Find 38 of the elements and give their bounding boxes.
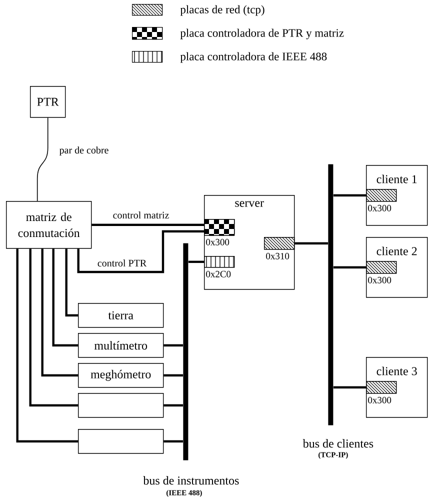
bus-label: bus de instrumentos xyxy=(143,476,239,485)
legend-text: placa controladora de IEEE 488 xyxy=(180,52,327,63)
address-label: 0x300 xyxy=(368,396,392,404)
connection-line xyxy=(164,404,183,406)
device-box: tierra xyxy=(78,303,164,328)
connection-line xyxy=(333,386,366,388)
bus-label: bus de clientes xyxy=(302,439,374,448)
edge-label: par de cobre xyxy=(58,145,110,157)
address-label: 0x2C0 xyxy=(206,270,231,278)
connection-line xyxy=(41,248,78,376)
cable-line xyxy=(36,117,48,202)
device-box: matriz de conmutación xyxy=(6,201,92,249)
legend-text: placa controladora de PTR y matriz xyxy=(180,28,344,40)
address-label: 0x310 xyxy=(266,252,290,260)
device-box: meghómetro xyxy=(78,363,164,388)
connection-line xyxy=(77,230,204,274)
connection-line xyxy=(333,266,366,268)
edge-label: control matriz xyxy=(112,210,170,220)
connection-line xyxy=(92,224,204,226)
address-label: 0x300 xyxy=(368,204,392,212)
device-box: PTR xyxy=(30,86,66,118)
connection-line xyxy=(333,194,366,196)
legend-text: placas de red (tcp) xyxy=(180,5,264,16)
connection-line xyxy=(164,440,183,442)
device-box xyxy=(78,429,164,454)
device-box xyxy=(78,393,164,418)
connection-line xyxy=(52,248,78,346)
address-label: 0x300 xyxy=(206,238,230,246)
connection-line xyxy=(16,248,78,442)
connection-line xyxy=(29,248,78,406)
edge-label: control PTR xyxy=(96,258,148,268)
connection-line xyxy=(294,242,328,244)
connection-line xyxy=(164,344,183,346)
connection-line xyxy=(188,260,204,263)
connection-line xyxy=(65,248,78,316)
device-box: multímetro xyxy=(78,333,164,358)
address-label: 0x300 xyxy=(368,276,392,284)
connection-line xyxy=(164,374,183,376)
